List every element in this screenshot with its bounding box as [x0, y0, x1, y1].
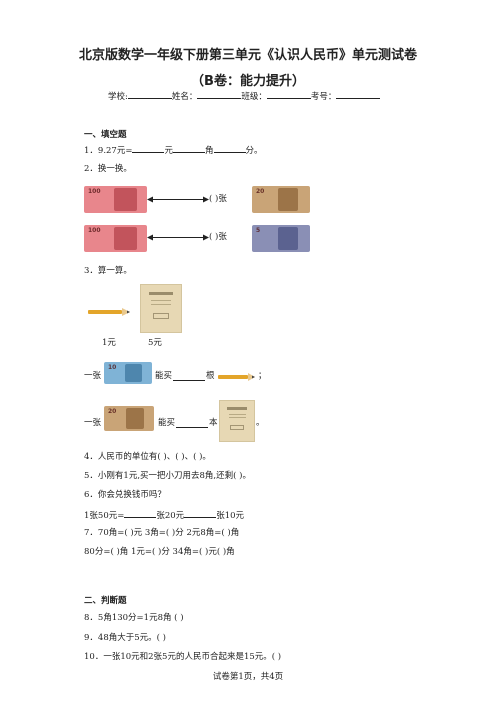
- pencil-tip-icon: [122, 308, 130, 316]
- question-2: 2．换一换。: [84, 164, 132, 174]
- q3-line1-b: 能买: [155, 371, 173, 381]
- q1-blank-yuan[interactable]: [132, 144, 165, 153]
- q1-fen: 分。: [245, 146, 263, 156]
- banknote-20-image: 20: [252, 186, 310, 213]
- banknote-100-image: 100: [84, 225, 147, 252]
- q3-line1-end: ；: [258, 371, 267, 381]
- question-4: 4．人民币的单位有( )、( )、( )。: [84, 452, 211, 462]
- q1-blank-jiao[interactable]: [172, 144, 205, 153]
- banknote-100-image: 100: [84, 186, 147, 213]
- q3-line1-c: 根: [206, 371, 215, 381]
- price-pencil: 1元: [102, 338, 116, 348]
- number-label: 考号：: [310, 92, 337, 102]
- student-info-line: 学校: 姓名： 班级： 考号：: [108, 90, 381, 103]
- q1-yuan: 元: [164, 146, 173, 156]
- page-footer: 试卷第1页，共4页: [212, 672, 284, 682]
- notebook-image: [219, 400, 255, 442]
- pencil-image: [88, 310, 122, 314]
- exchange-arrow-2: [147, 234, 209, 241]
- q6-part-c: 张10元: [216, 511, 245, 521]
- q3-line2-blank[interactable]: [176, 419, 208, 428]
- pencil-tip-icon: [248, 373, 255, 381]
- q2-answer-row1[interactable]: ( )张: [209, 194, 227, 204]
- q1-jiao: 角: [204, 146, 214, 156]
- q3-line2-a: 一张: [84, 418, 102, 428]
- q1-blank-fen[interactable]: [213, 144, 246, 153]
- banknote-5-image: 5: [252, 225, 310, 252]
- q3-line2-end: 。: [256, 418, 265, 428]
- question-5: 5．小刚有1元,买一把小刀用去8角,还剩( )。: [84, 471, 251, 481]
- pencil-image: [218, 375, 248, 379]
- section-heading-fill: 一、填空题: [84, 130, 127, 140]
- notebook-image: [140, 284, 182, 333]
- q3-line1-blank[interactable]: [173, 372, 205, 381]
- number-blank[interactable]: [336, 90, 381, 99]
- banknote-10-image: 10: [104, 362, 152, 384]
- page-subtitle: （B卷：能力提升）: [191, 74, 305, 89]
- class-label: 班级：: [241, 92, 267, 102]
- q1-prefix: 1．9.27元=: [84, 146, 133, 156]
- q6-blank-20[interactable]: [124, 509, 157, 518]
- exchange-arrow-1: [147, 196, 209, 203]
- name-blank[interactable]: [197, 90, 242, 99]
- q3-line2-b: 能买: [158, 418, 176, 428]
- banknote-20-image: 20: [104, 406, 154, 431]
- q6-part-a: 1张50元=: [84, 511, 125, 521]
- question-3: 3．算一算。: [84, 266, 132, 276]
- section-heading-judge: 二、判断题: [84, 596, 127, 606]
- q3-line2-c: 本: [209, 418, 218, 428]
- question-8: 8．5角130分=1元8角 ( ): [84, 613, 184, 623]
- q3-line1-a: 一张: [84, 371, 102, 381]
- class-blank[interactable]: [266, 90, 311, 99]
- school-label: 学校:: [108, 92, 128, 102]
- page-title: 北京版数学一年级下册第三单元《认识人民币》单元测试卷: [78, 48, 417, 63]
- school-blank[interactable]: [127, 90, 172, 99]
- price-notebook: 5元: [148, 338, 162, 348]
- q6-part-b: 张20元: [156, 511, 185, 521]
- question-7-line2: 80分=( )角 1元=( )分 34角=( )元( )角: [84, 547, 235, 557]
- question-6: 6．你会兑换钱币吗？: [84, 490, 166, 500]
- question-9: 9．48角大于5元。( ): [84, 633, 166, 643]
- q6-line: 1张50元= 张20元 张10元: [84, 509, 244, 522]
- q2-answer-row2[interactable]: ( )张: [209, 232, 227, 242]
- name-label: 姓名：: [171, 92, 198, 102]
- question-10: 10．一张10元和2张5元的人民币合起来是15元。( ): [84, 652, 282, 662]
- question-7-line1: 7．70角=( )元 3角=( )分 2元8角=( )角: [84, 528, 240, 538]
- question-1: 1．9.27元= 元 角 分。: [84, 144, 263, 157]
- q6-blank-10[interactable]: [184, 509, 217, 518]
